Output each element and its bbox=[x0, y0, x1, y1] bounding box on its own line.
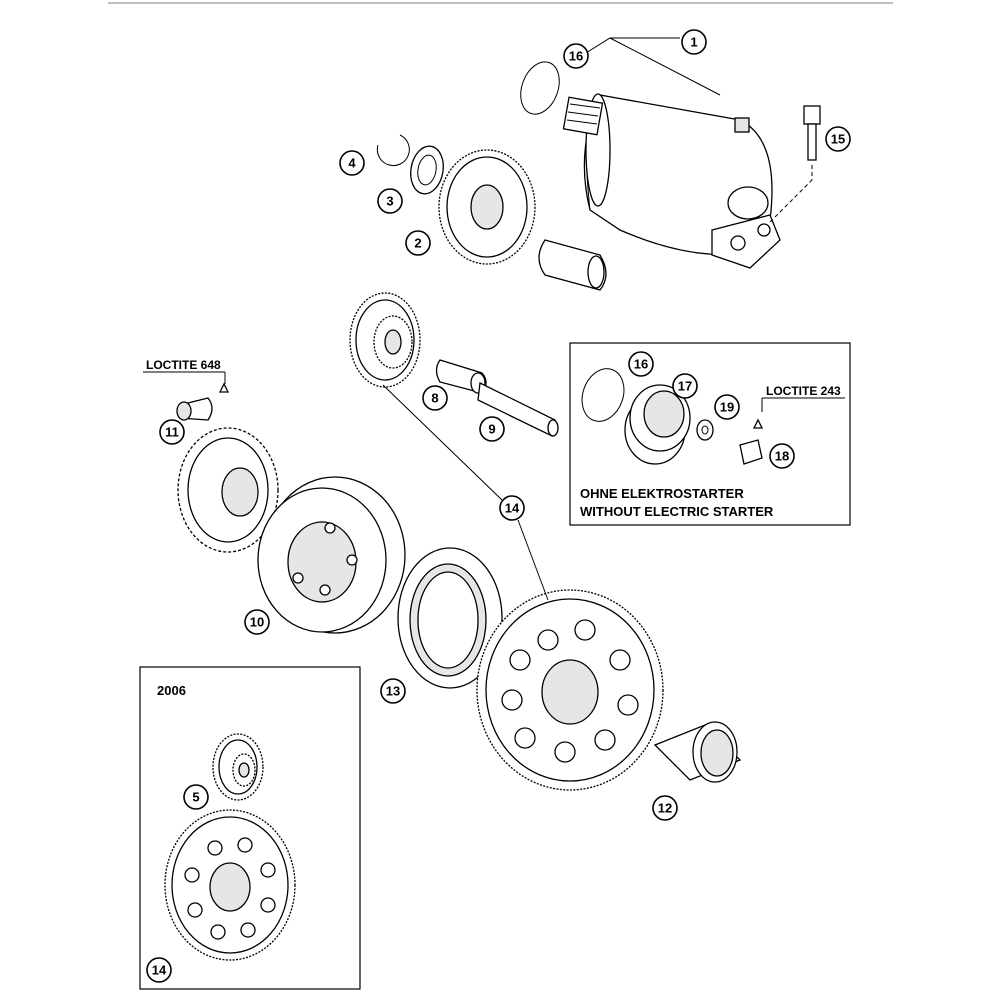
bolt-15 bbox=[803, 105, 821, 180]
svg-text:3: 3 bbox=[386, 194, 393, 209]
leader-14-to-ring bbox=[517, 519, 549, 601]
svg-text:9: 9 bbox=[488, 422, 495, 437]
svg-text:12: 12 bbox=[658, 801, 672, 816]
starter-ring-gear-14 bbox=[476, 589, 664, 791]
callout-12: 12 bbox=[652, 795, 678, 821]
bolt-head bbox=[803, 105, 821, 125]
callout-19: 19 bbox=[714, 394, 740, 420]
washer-3 bbox=[410, 145, 444, 195]
svg-text:17: 17 bbox=[678, 379, 692, 394]
reduction-gear-group bbox=[376, 134, 607, 291]
callout-15: 15 bbox=[825, 126, 851, 152]
loctite-drop-648 bbox=[218, 382, 230, 393]
needle-bearing-12 bbox=[653, 721, 742, 783]
callout-13: 13 bbox=[380, 678, 406, 704]
callout-14: 14 bbox=[499, 495, 525, 521]
intermediate-gear-group bbox=[349, 292, 559, 437]
callout-4: 4 bbox=[339, 150, 365, 176]
motor-body bbox=[583, 94, 773, 256]
inset-without-starter: LOCTITE 243 OHNE ELEKTROSTARTER WITHOUT … bbox=[569, 342, 851, 526]
callout-5: 5 bbox=[183, 784, 209, 810]
svg-text:4: 4 bbox=[348, 156, 356, 171]
starter-motor bbox=[520, 61, 813, 269]
callout-11: 11 bbox=[159, 419, 185, 445]
callout-10: 10 bbox=[244, 609, 270, 635]
screw-18 bbox=[739, 439, 763, 465]
bolt-shank bbox=[807, 123, 817, 161]
svg-text:11: 11 bbox=[165, 425, 179, 440]
leader-14-to-gear bbox=[382, 384, 503, 501]
svg-text:2: 2 bbox=[414, 236, 421, 251]
svg-text:15: 15 bbox=[831, 132, 845, 147]
inset-2006-year: 2006 bbox=[157, 683, 186, 698]
callout-2: 2 bbox=[405, 230, 431, 256]
o-ring-16-top bbox=[520, 61, 560, 115]
freewheel-housing-10 bbox=[257, 476, 406, 634]
washer-19 bbox=[696, 419, 714, 441]
motor-end-boss bbox=[727, 186, 769, 220]
svg-text:14: 14 bbox=[505, 501, 520, 516]
circlip-4 bbox=[376, 134, 410, 167]
freewheel-13 bbox=[397, 547, 503, 689]
motor-terminal bbox=[734, 117, 750, 133]
loctite-243-label: LOCTITE 243 bbox=[766, 384, 841, 398]
svg-text:16: 16 bbox=[569, 49, 583, 64]
svg-text:5: 5 bbox=[192, 790, 199, 805]
callout-1: 1 bbox=[681, 29, 707, 55]
loctite-drop-243 bbox=[752, 418, 764, 429]
inset-2006: 2006 bbox=[139, 666, 361, 990]
loctite-648-label: LOCTITE 648 bbox=[146, 358, 221, 372]
inset-caption-german: OHNE ELEKTROSTARTER bbox=[580, 486, 744, 501]
callout-16: 16 bbox=[563, 43, 589, 69]
inset-caption-english: WITHOUT ELECTRIC STARTER bbox=[580, 504, 774, 519]
svg-text:8: 8 bbox=[431, 391, 438, 406]
callout-18: 18 bbox=[769, 443, 795, 469]
svg-text:14: 14 bbox=[152, 963, 167, 978]
svg-text:16: 16 bbox=[634, 357, 648, 372]
callout-17: 17 bbox=[672, 373, 698, 399]
callout-16-inset: 16 bbox=[628, 351, 654, 377]
callout-3: 3 bbox=[377, 188, 403, 214]
callout-14-2006: 14 bbox=[146, 957, 172, 983]
o-ring-16-inset bbox=[581, 368, 625, 422]
svg-text:18: 18 bbox=[775, 449, 789, 464]
svg-text:19: 19 bbox=[720, 400, 734, 415]
callout-9: 9 bbox=[479, 416, 505, 442]
svg-text:13: 13 bbox=[386, 684, 400, 699]
callout-8: 8 bbox=[422, 385, 448, 411]
svg-text:1: 1 bbox=[690, 35, 697, 50]
primary-gear-group bbox=[176, 382, 279, 553]
svg-text:10: 10 bbox=[250, 615, 264, 630]
